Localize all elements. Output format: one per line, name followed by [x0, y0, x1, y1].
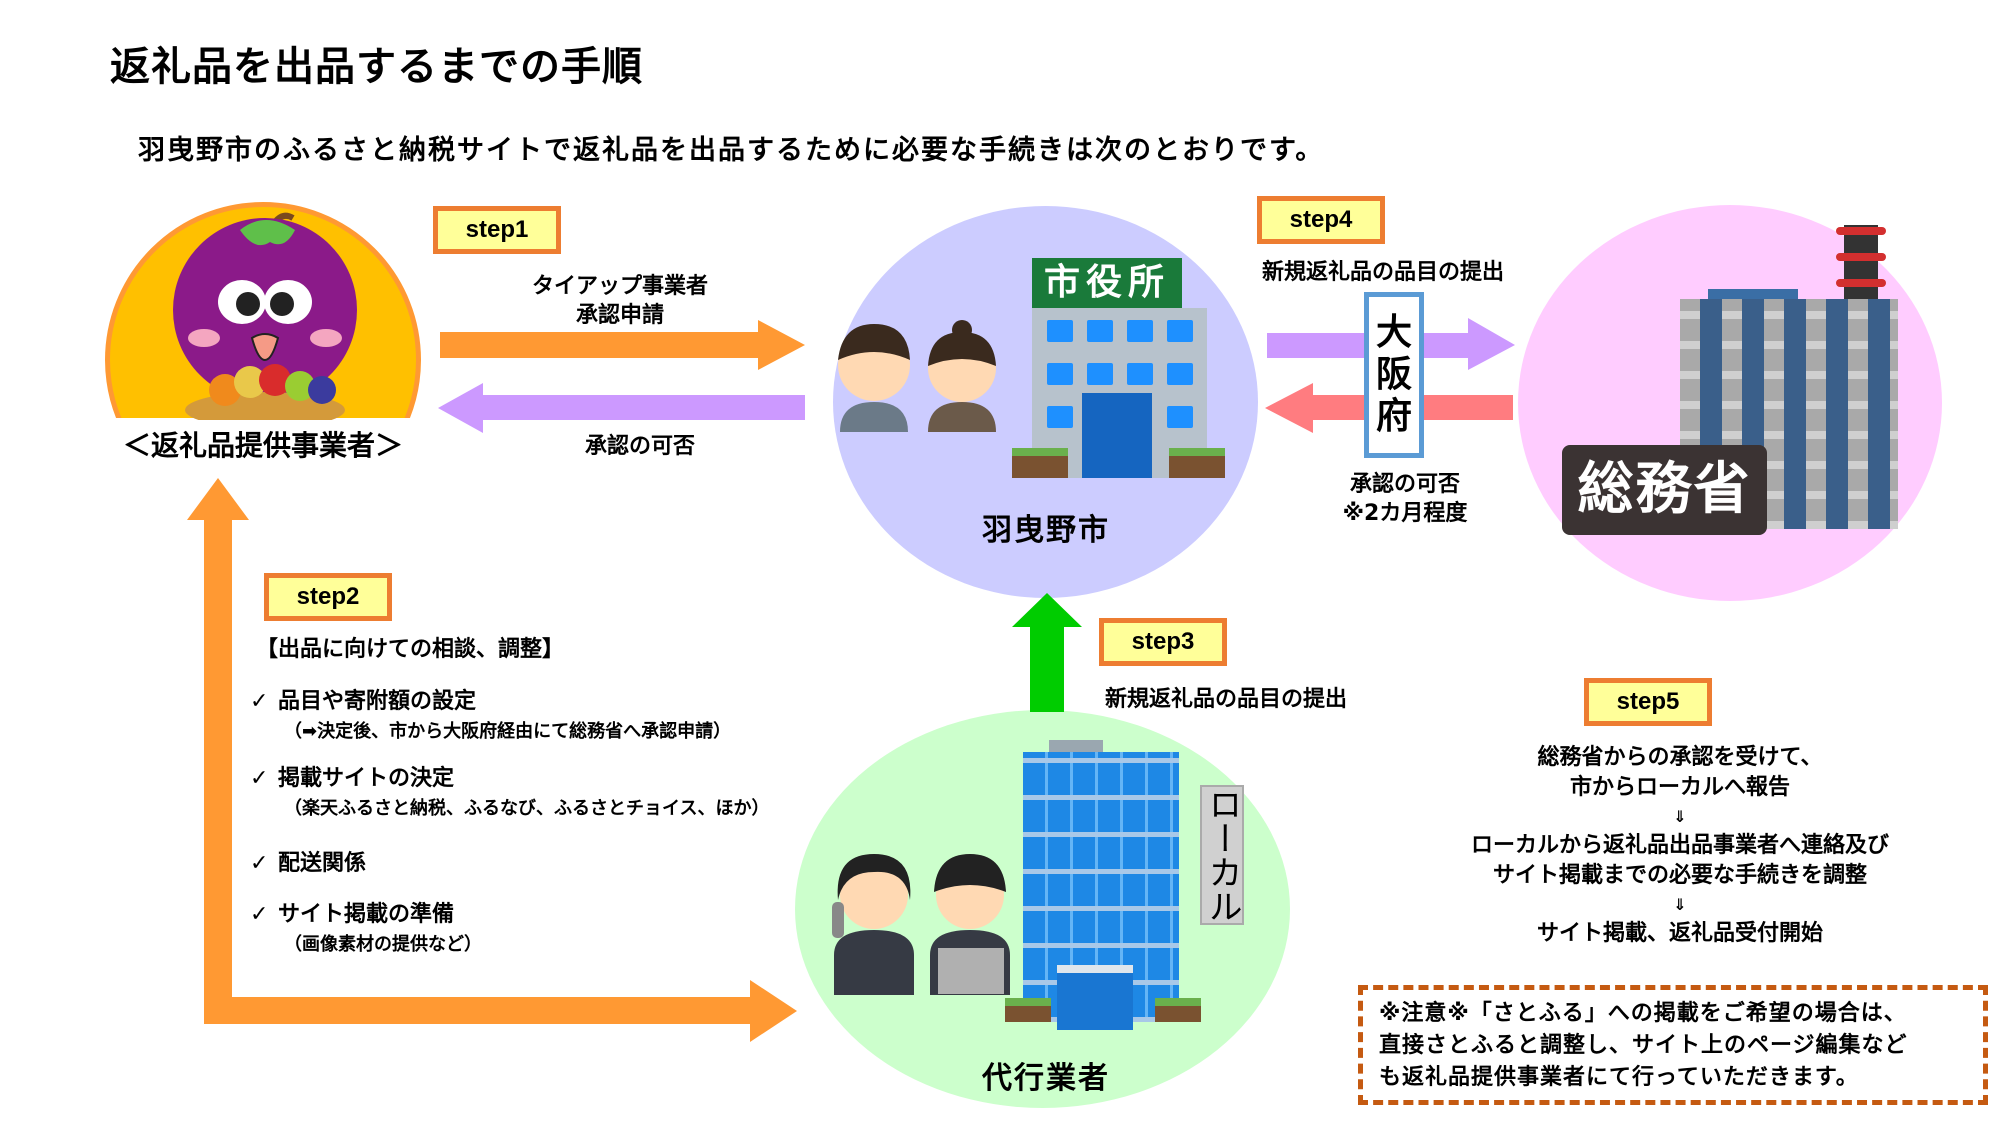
- page-title: 返礼品を出品するまでの手順: [110, 44, 643, 90]
- notice-line: 直接さとふると調整し、サイト上のページ編集など: [1379, 1033, 1908, 1058]
- step3-badge: step3: [1099, 618, 1227, 666]
- check-icon: ✓: [250, 902, 269, 927]
- agency-label: 代行業者: [982, 1061, 1110, 1096]
- check-icon: ✓: [250, 851, 269, 876]
- checklist-item: ✓ 品目や寄附額の設定 （➡決定後、市から大阪府経由にて総務省へ承認申請）: [250, 683, 731, 743]
- checklist-item: ✓ 掲載サイトの決定 （楽天ふるさと納税、ふるなび、ふるさとチョイス、ほか）: [250, 760, 769, 820]
- checklist-item: ✓ 配送関係: [250, 845, 366, 877]
- provider-circle-cutoff: [100, 418, 430, 528]
- check-icon: ✓: [250, 689, 269, 714]
- step4-badge: step4: [1257, 196, 1385, 244]
- step3-label: 新規返礼品の品目の提出: [1105, 687, 1348, 712]
- step1-forward-line: 承認申請: [575, 303, 664, 328]
- down-arrow-icon: ⇓: [1673, 807, 1687, 826]
- checklist-item-main: サイト掲載の準備: [278, 902, 455, 927]
- step1-forward-line: タイアップ事業者: [531, 274, 708, 299]
- step5-description: 総務省からの承認を受けて、 市からローカルへ報告 ⇓ ローカルから返礼品出品事業…: [1400, 743, 1960, 949]
- lead-text: 羽曳野市のふるさと納税サイトで返礼品を出品するために必要な手続きは次のとおりです…: [138, 135, 1325, 166]
- down-arrow-icon: ⇓: [1673, 895, 1687, 914]
- city-hall-sign: 市役所: [1032, 258, 1182, 308]
- osaka-prefecture-box: 大 阪 府: [1364, 292, 1424, 458]
- step1-forward-label: タイアップ事業者 承認申請: [510, 272, 730, 330]
- city-staff-icon: [830, 320, 996, 432]
- step4-return-label: 承認の可否 ※2カ月程度: [1310, 470, 1500, 528]
- step5-line: サイト掲載までの必要な手続きを調整: [1492, 863, 1867, 888]
- step5-line: 総務省からの承認を受けて、: [1537, 745, 1823, 770]
- osaka-char: 府: [1375, 396, 1412, 437]
- step2-badge: step2: [264, 573, 392, 621]
- mascot-icon: [170, 210, 360, 428]
- checklist-item-main: 掲載サイトの決定: [278, 766, 455, 791]
- step1-return-label: 承認の可否: [584, 434, 695, 459]
- checklist-item-sub: （楽天ふるさと納税、ふるなび、ふるさとチョイス、ほか）: [284, 798, 770, 819]
- checklist-item-main: 配送関係: [278, 851, 367, 876]
- agency-building-icon: [1005, 740, 1220, 1030]
- checklist-item-main: 品目や寄附額の設定: [278, 689, 477, 714]
- step4-return-line: 承認の可否: [1349, 472, 1460, 497]
- checklist-item-sub: （画像素材の提供など）: [284, 934, 482, 955]
- checklist-item: ✓ サイト掲載の準備 （画像素材の提供など）: [250, 896, 482, 956]
- step5-badge: step5: [1584, 678, 1712, 726]
- local-sign: ローカル: [1200, 785, 1244, 925]
- step3-up-arrow: [1012, 593, 1082, 712]
- osaka-char: 阪: [1375, 354, 1412, 395]
- city-label: 羽曳野市: [982, 513, 1110, 548]
- step4-forward-label: 新規返礼品の品目の提出: [1262, 260, 1505, 285]
- city-hall-icon: 市役所: [1012, 258, 1227, 478]
- notice-box: ※注意※「さとふる」への掲載をご希望の場合は、 直接さとふると調整し、サイト上の…: [1358, 985, 1988, 1105]
- step5-line: ローカルから返礼品出品事業者へ連絡及び: [1470, 833, 1889, 858]
- step5-line: サイト掲載、返礼品受付開始: [1536, 921, 1823, 946]
- notice-line: も返礼品提供事業者にて行っていただきます。: [1379, 1065, 1859, 1090]
- step1-forward-arrow: [440, 320, 805, 370]
- step4-return-line: ※2カ月程度: [1342, 501, 1468, 526]
- check-icon: ✓: [250, 766, 269, 791]
- osaka-char: 大: [1375, 312, 1412, 353]
- step2-heading: 【出品に向けての相談、調整】: [256, 637, 565, 662]
- agency-staff-icon: [830, 850, 1020, 995]
- step5-line: 市からローカルへ報告: [1569, 775, 1790, 800]
- checklist-item-sub: （➡決定後、市から大阪府経由にて総務省へ承認申請）: [284, 721, 732, 742]
- notice-line: ※注意※「さとふる」への掲載をご希望の場合は、: [1379, 1001, 1907, 1026]
- step1-badge: step1: [433, 206, 561, 254]
- provider-label: ＜返礼品提供事業者＞: [123, 429, 404, 462]
- step1-return-arrow: [438, 383, 805, 433]
- ministry-sign: 総務省: [1562, 445, 1767, 535]
